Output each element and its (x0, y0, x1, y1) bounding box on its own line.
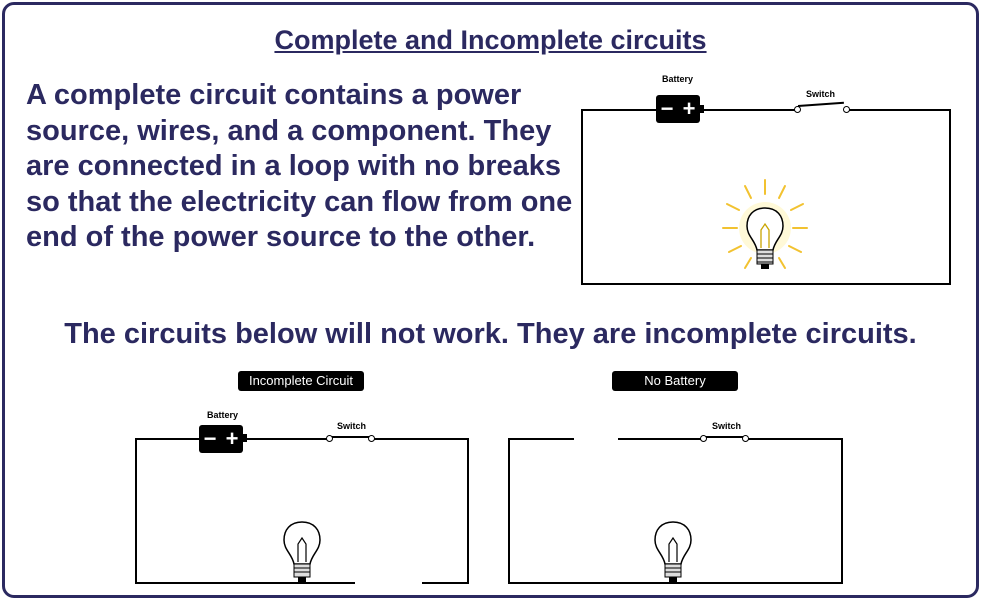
wire-left (508, 438, 510, 584)
incomplete-circuit-tag: Incomplete Circuit (238, 371, 364, 391)
battery-label: Battery (207, 410, 239, 420)
wire-top-right (748, 438, 843, 440)
wire-top-middle (244, 438, 330, 440)
wire-bottom-right (422, 582, 469, 584)
wire-bottom (508, 582, 843, 584)
light-bulb-icon (283, 521, 321, 582)
battery-minus-sign: − (203, 426, 217, 451)
battery-label: Battery (662, 74, 694, 84)
wire-top-right (848, 109, 951, 111)
wire-right (467, 438, 469, 584)
switch-label: Switch (337, 421, 367, 431)
light-bulb-icon (654, 521, 692, 582)
wire-left (581, 109, 583, 284)
switch-node-right (742, 435, 749, 442)
battery-minus-sign: − (660, 96, 674, 121)
battery-icon: − + (656, 95, 700, 123)
switch-arm (704, 436, 746, 438)
section-subheading: The circuits below will not work. They a… (64, 318, 917, 350)
wire-top-middle (618, 438, 704, 440)
battery-plus-sign: + (682, 96, 696, 121)
switch-arm (330, 436, 372, 438)
switch-node-left (794, 106, 801, 113)
switch-node-right (843, 106, 850, 113)
wire-top-left (135, 438, 199, 440)
wire-bottom-left (135, 582, 355, 584)
intro-text: A complete circuit contains a power sour… (26, 79, 573, 253)
wire-top-left (508, 438, 574, 440)
switch-node-right (368, 435, 375, 442)
wire-right (841, 438, 843, 584)
wire-right (949, 109, 951, 284)
lit-light-bulb-icon (722, 179, 808, 269)
switch-label: Switch (806, 89, 836, 99)
wire-left (135, 438, 137, 584)
battery-icon: − + (199, 425, 243, 453)
switch-node-left (700, 435, 707, 442)
page-title: Complete and Incomplete circuits (274, 25, 707, 55)
wire-top-middle (704, 109, 798, 111)
wire-top-left (581, 109, 656, 111)
no-battery-tag: No Battery (612, 371, 738, 391)
switch-node-left (326, 435, 333, 442)
wire-top-right (374, 438, 469, 440)
wire-bottom (581, 283, 951, 285)
battery-plus-sign: + (225, 426, 239, 451)
battery-terminal (243, 434, 247, 442)
battery-terminal (700, 105, 704, 113)
switch-label: Switch (712, 421, 742, 431)
